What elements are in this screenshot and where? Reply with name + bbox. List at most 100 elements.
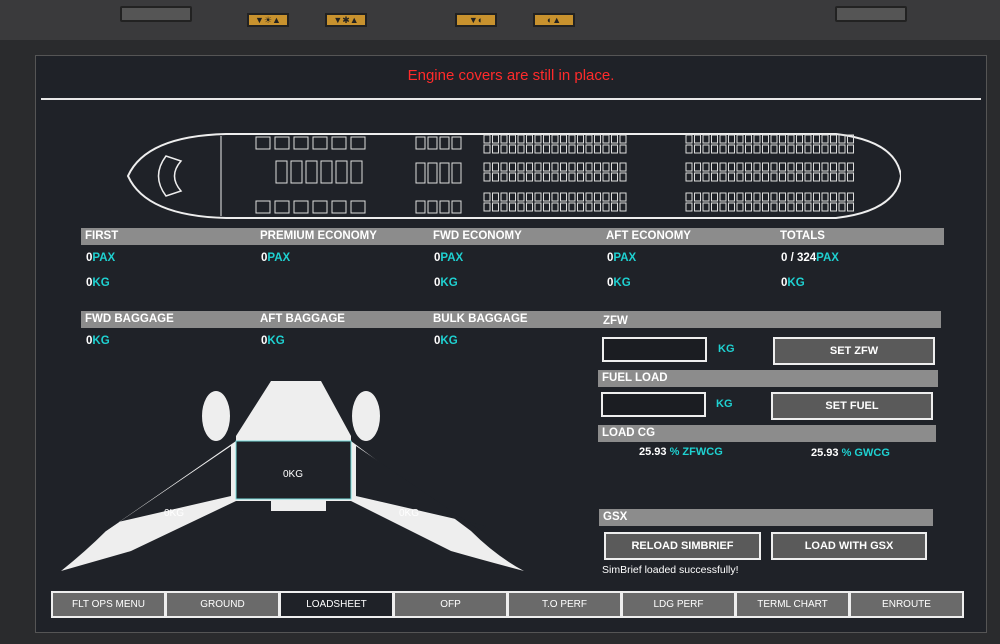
seat[interactable]: [813, 172, 820, 182]
seat[interactable]: [745, 172, 752, 182]
contrast-up-icon[interactable]: ◐▲: [533, 13, 575, 27]
seat[interactable]: [753, 202, 761, 212]
seat[interactable]: [838, 172, 846, 182]
seat[interactable]: [274, 200, 290, 214]
seat[interactable]: [331, 200, 347, 214]
seat[interactable]: [702, 144, 710, 154]
seat[interactable]: [762, 144, 769, 154]
seat[interactable]: [526, 172, 533, 182]
seat[interactable]: [796, 162, 803, 172]
seat[interactable]: [847, 144, 854, 154]
tab-ldg-perf[interactable]: LDG PERF: [623, 593, 734, 616]
seat[interactable]: [350, 136, 366, 150]
seat[interactable]: [719, 134, 727, 144]
contrast-down-icon[interactable]: ▼◐: [455, 13, 497, 27]
seat[interactable]: [293, 200, 309, 214]
seat[interactable]: [492, 144, 499, 154]
seat[interactable]: [787, 192, 795, 202]
zfw-input[interactable]: [602, 337, 707, 362]
seat[interactable]: [602, 172, 610, 182]
seat[interactable]: [838, 162, 846, 172]
seat[interactable]: [577, 172, 584, 182]
seat[interactable]: [619, 192, 627, 202]
seat[interactable]: [821, 162, 829, 172]
seat[interactable]: [796, 144, 803, 154]
seat[interactable]: [594, 162, 601, 172]
seat[interactable]: [753, 144, 761, 154]
seat[interactable]: [813, 144, 820, 154]
seat[interactable]: [290, 160, 303, 184]
seat[interactable]: [585, 172, 593, 182]
tab-t-o-perf[interactable]: T.O PERF: [509, 593, 620, 616]
tab-ground[interactable]: GROUND: [167, 593, 278, 616]
seat[interactable]: [838, 202, 846, 212]
seat[interactable]: [847, 162, 854, 172]
seat[interactable]: [500, 134, 508, 144]
seat[interactable]: [813, 202, 820, 212]
seat[interactable]: [611, 202, 618, 212]
seat[interactable]: [427, 200, 438, 214]
seat[interactable]: [821, 202, 829, 212]
seat[interactable]: [560, 202, 567, 212]
seat[interactable]: [585, 144, 593, 154]
seat[interactable]: [745, 162, 752, 172]
seat[interactable]: [551, 192, 559, 202]
seat[interactable]: [770, 162, 778, 172]
seat[interactable]: [439, 200, 450, 214]
seat[interactable]: [787, 162, 795, 172]
set-fuel-button[interactable]: SET FUEL: [771, 392, 933, 420]
seat[interactable]: [483, 202, 491, 212]
seat[interactable]: [594, 192, 601, 202]
seat[interactable]: [694, 192, 701, 202]
seat[interactable]: [694, 202, 701, 212]
seat[interactable]: [560, 162, 567, 172]
seat[interactable]: [753, 134, 761, 144]
seat[interactable]: [711, 202, 718, 212]
seat[interactable]: [312, 200, 328, 214]
tab-enroute[interactable]: ENROUTE: [851, 593, 962, 616]
seat[interactable]: [611, 134, 618, 144]
seat[interactable]: [728, 162, 735, 172]
seat[interactable]: [611, 162, 618, 172]
seat[interactable]: [611, 144, 618, 154]
seat[interactable]: [551, 134, 559, 144]
seat[interactable]: [543, 172, 550, 182]
seat[interactable]: [619, 202, 627, 212]
seat[interactable]: [702, 172, 710, 182]
seat[interactable]: [736, 192, 744, 202]
seat[interactable]: [728, 172, 735, 182]
seat[interactable]: [685, 172, 693, 182]
seat[interactable]: [560, 192, 567, 202]
seat[interactable]: [551, 162, 559, 172]
seat[interactable]: [577, 192, 584, 202]
seat[interactable]: [728, 144, 735, 154]
seat[interactable]: [585, 162, 593, 172]
seat[interactable]: [779, 162, 786, 172]
seat[interactable]: [255, 136, 271, 150]
seat[interactable]: [770, 134, 778, 144]
seat[interactable]: [526, 162, 533, 172]
seat[interactable]: [594, 144, 601, 154]
seat[interactable]: [702, 162, 710, 172]
seat[interactable]: [711, 192, 718, 202]
seat[interactable]: [492, 134, 499, 144]
seat[interactable]: [560, 172, 567, 182]
seat[interactable]: [451, 200, 462, 214]
seat[interactable]: [770, 144, 778, 154]
seat[interactable]: [787, 134, 795, 144]
seat[interactable]: [568, 172, 576, 182]
seat[interactable]: [517, 134, 525, 144]
seat[interactable]: [702, 192, 710, 202]
seat[interactable]: [830, 134, 837, 144]
seat[interactable]: [813, 162, 820, 172]
seat[interactable]: [517, 144, 525, 154]
seat[interactable]: [543, 202, 550, 212]
seat[interactable]: [415, 136, 426, 150]
seat[interactable]: [804, 144, 812, 154]
seat[interactable]: [821, 144, 829, 154]
seat[interactable]: [711, 134, 718, 144]
seat[interactable]: [492, 162, 499, 172]
seat[interactable]: [534, 202, 542, 212]
seat[interactable]: [483, 144, 491, 154]
seat[interactable]: [492, 172, 499, 182]
